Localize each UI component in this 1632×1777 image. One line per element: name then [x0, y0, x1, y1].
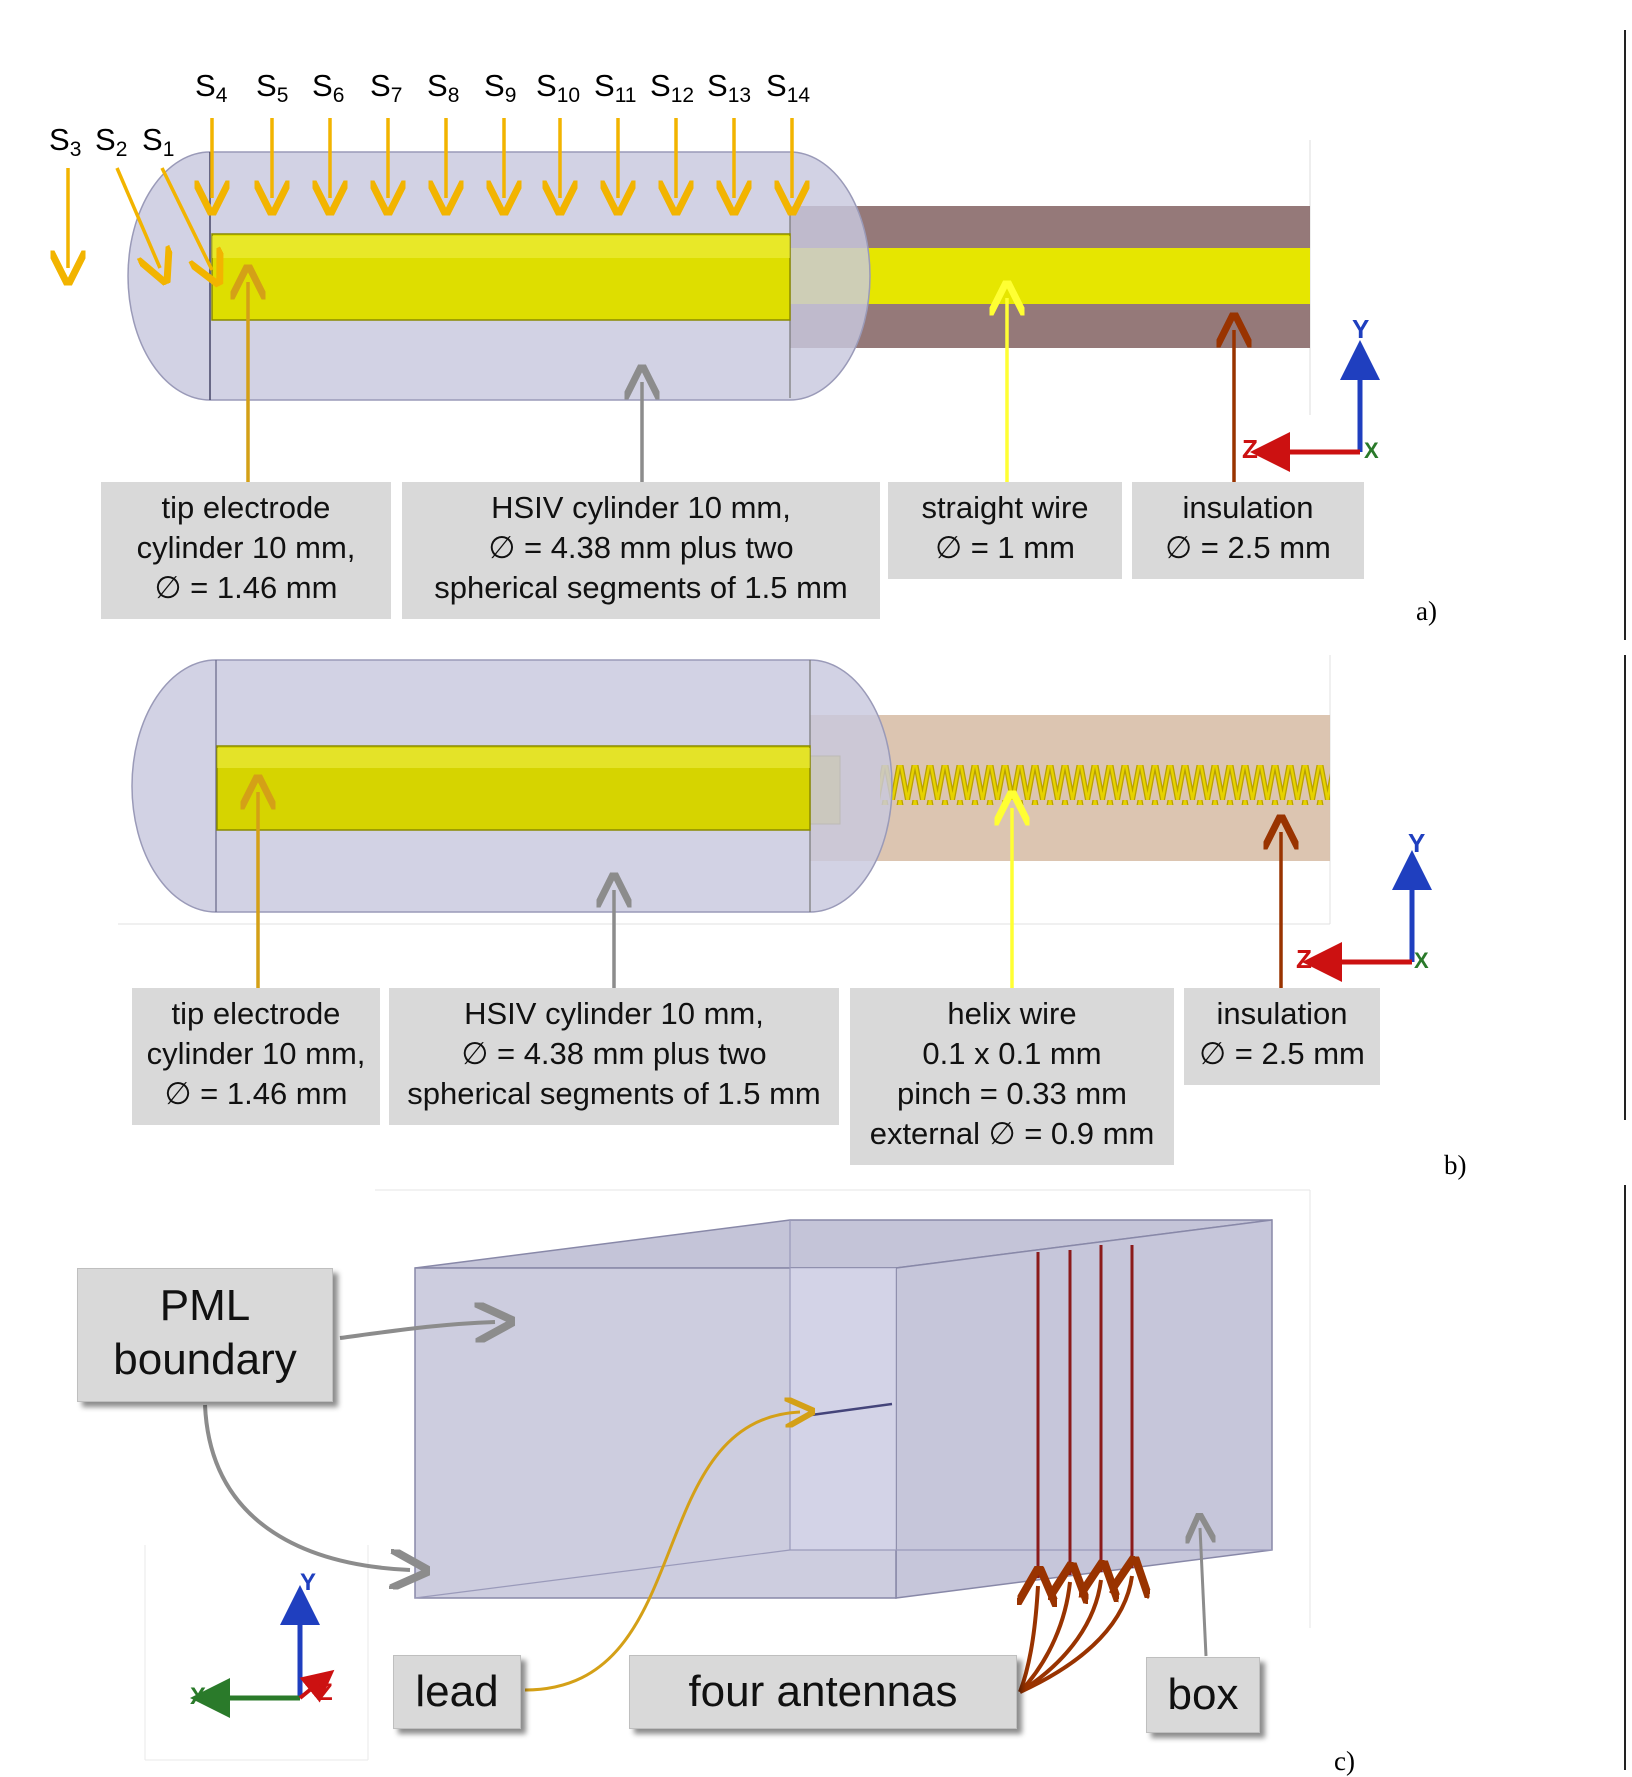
axis-y-label: Y [1408, 828, 1425, 858]
axis-y-label: Y [1352, 314, 1369, 344]
straight-wire-label: straight wire ∅ = 1 mm [888, 482, 1122, 579]
axis-x-label: X [1364, 438, 1379, 463]
pml-boundary-label: PML boundary [77, 1268, 333, 1402]
axis-z-label: Z [318, 1679, 333, 1706]
surface-label-s13: S13 [707, 68, 752, 107]
surface-label-s6: S6 [312, 68, 345, 107]
hsiv-cylinder-label-a: HSIV cylinder 10 mm, ∅ = 4.38 mm plus tw… [402, 482, 880, 619]
tip-electrode-label-b: tip electrode cylinder 10 mm, ∅ = 1.46 m… [132, 988, 380, 1125]
panel-tag-c: c) [1334, 1746, 1355, 1776]
surface-label-s2: S2 [95, 122, 128, 161]
axis-x-label: X [1414, 948, 1429, 973]
helix-wire [880, 765, 1330, 805]
surface-label-s1: S1 [142, 122, 175, 161]
surface-label-s5: S5 [256, 68, 289, 107]
panel-c-model [144, 1189, 1311, 1761]
surface-label-s12: S12 [650, 68, 695, 107]
axis-triad-a: Y Z X [1242, 314, 1380, 472]
axis-triad-c: Y X Z [190, 1569, 335, 1718]
axis-z-label: Z [1296, 944, 1312, 974]
lead-model [803, 1402, 893, 1418]
axis-y-label: Y [300, 1569, 316, 1596]
insulation-label-b: insulation ∅ = 2.5 mm [1184, 988, 1380, 1085]
pml-box [414, 1267, 897, 1599]
panel-a-model [127, 140, 1311, 415]
surface-label-s3: S3 [49, 122, 82, 161]
box-arrow [1200, 1528, 1206, 1657]
surface-label-s14: S14 [766, 68, 811, 107]
axis-z-label: Z [1242, 434, 1258, 464]
tip-electrode-label-a: tip electrode cylinder 10 mm, ∅ = 1.46 m… [101, 482, 391, 619]
panel-tag-b: b) [1444, 1150, 1467, 1180]
insulation-label-a: insulation ∅ = 2.5 mm [1132, 482, 1364, 579]
surface-label-s9: S9 [484, 68, 517, 107]
four-antennas-label: four antennas [629, 1655, 1017, 1729]
helix-wire-label: helix wire 0.1 x 0.1 mm pinch = 0.33 mm … [850, 988, 1174, 1165]
surface-arrows [68, 118, 792, 270]
axis-triad-b: Y Z X [1296, 828, 1432, 982]
surface-label-s7: S7 [370, 68, 403, 107]
surface-label-s11: S11 [594, 68, 637, 107]
hsiv-cylinder-label-b: HSIV cylinder 10 mm, ∅ = 4.38 mm plus tw… [389, 988, 839, 1125]
lead-label: lead [393, 1655, 521, 1729]
box-label: box [1146, 1657, 1260, 1733]
lead-arrow [524, 1412, 800, 1692]
pml-arrow-top [339, 1322, 495, 1338]
surface-label-s8: S8 [427, 68, 460, 107]
panel-tag-a: a) [1416, 596, 1437, 626]
antenna-arrows [1020, 1576, 1132, 1694]
panel-b-model [118, 655, 1331, 925]
axis-x-label: X [190, 1683, 206, 1710]
straight-wire [790, 248, 1310, 304]
surface-label-s10: S10 [536, 68, 581, 107]
pml-arrow-bottom [203, 1404, 410, 1570]
surface-label-s4: S4 [195, 68, 228, 107]
